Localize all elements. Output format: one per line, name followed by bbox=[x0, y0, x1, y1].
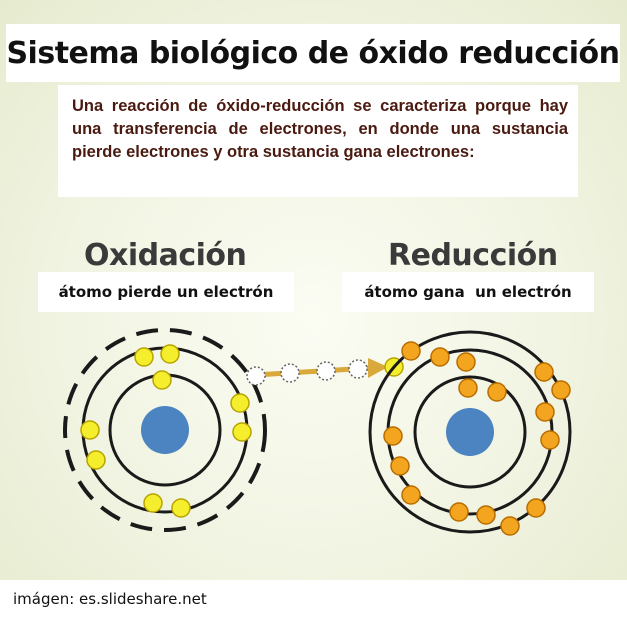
electron bbox=[134, 347, 154, 367]
oxidation-label-box: átomo pierde un electrón bbox=[38, 272, 294, 312]
electron bbox=[143, 493, 163, 513]
moving-electron bbox=[316, 361, 336, 381]
atoms-diagram bbox=[63, 328, 572, 536]
electron bbox=[230, 393, 250, 413]
title-box: Sistema biológico de óxido reducción bbox=[6, 24, 620, 82]
reduction-label: átomo gana un electrón bbox=[364, 283, 572, 301]
electron bbox=[458, 378, 478, 398]
electron-transfer bbox=[246, 357, 404, 386]
electron bbox=[152, 370, 172, 390]
electron bbox=[487, 382, 507, 402]
electron bbox=[456, 352, 476, 372]
reduction-heading: Reducción bbox=[388, 238, 558, 273]
oxidation-electrons bbox=[80, 344, 252, 518]
electron bbox=[476, 505, 496, 525]
page-title: Sistema biológico de óxido reducción bbox=[6, 35, 620, 71]
description-text: Una reacción de óxido-reducción se carac… bbox=[72, 97, 568, 161]
electron bbox=[401, 485, 421, 505]
electron bbox=[390, 456, 410, 476]
moving-electron bbox=[280, 363, 300, 383]
electron bbox=[535, 402, 555, 422]
moving-electron bbox=[246, 366, 266, 386]
electron bbox=[232, 422, 252, 442]
electron bbox=[383, 426, 403, 446]
electron bbox=[540, 430, 560, 450]
electron bbox=[80, 420, 100, 440]
inner-shell bbox=[413, 375, 527, 489]
electron bbox=[430, 347, 450, 367]
electron bbox=[526, 498, 546, 518]
outer-dashed-shell bbox=[63, 328, 267, 532]
oxidation-atom bbox=[63, 328, 267, 532]
electron bbox=[160, 344, 180, 364]
outer-shell bbox=[368, 330, 572, 534]
electron bbox=[551, 380, 571, 400]
description-box: Una reacción de óxido-reducción se carac… bbox=[58, 85, 578, 197]
reduction-label-box: átomo gana un electrón bbox=[342, 272, 594, 312]
image-credit: imágen: es.slideshare.net bbox=[13, 590, 207, 608]
oxidation-heading: Oxidación bbox=[84, 238, 247, 273]
electron bbox=[401, 341, 421, 361]
electron bbox=[500, 516, 520, 536]
oxidation-label: átomo pierde un electrón bbox=[58, 283, 274, 301]
transfer-arrow-head bbox=[368, 358, 388, 378]
reduction-electrons bbox=[383, 341, 571, 536]
electron bbox=[449, 502, 469, 522]
electron bbox=[86, 450, 106, 470]
oxidation-nucleus bbox=[141, 406, 189, 454]
reduction-nucleus bbox=[446, 408, 494, 456]
electron bbox=[534, 362, 554, 382]
moving-electron bbox=[348, 359, 368, 379]
electron bbox=[171, 498, 191, 518]
reduction-atom bbox=[368, 330, 572, 536]
